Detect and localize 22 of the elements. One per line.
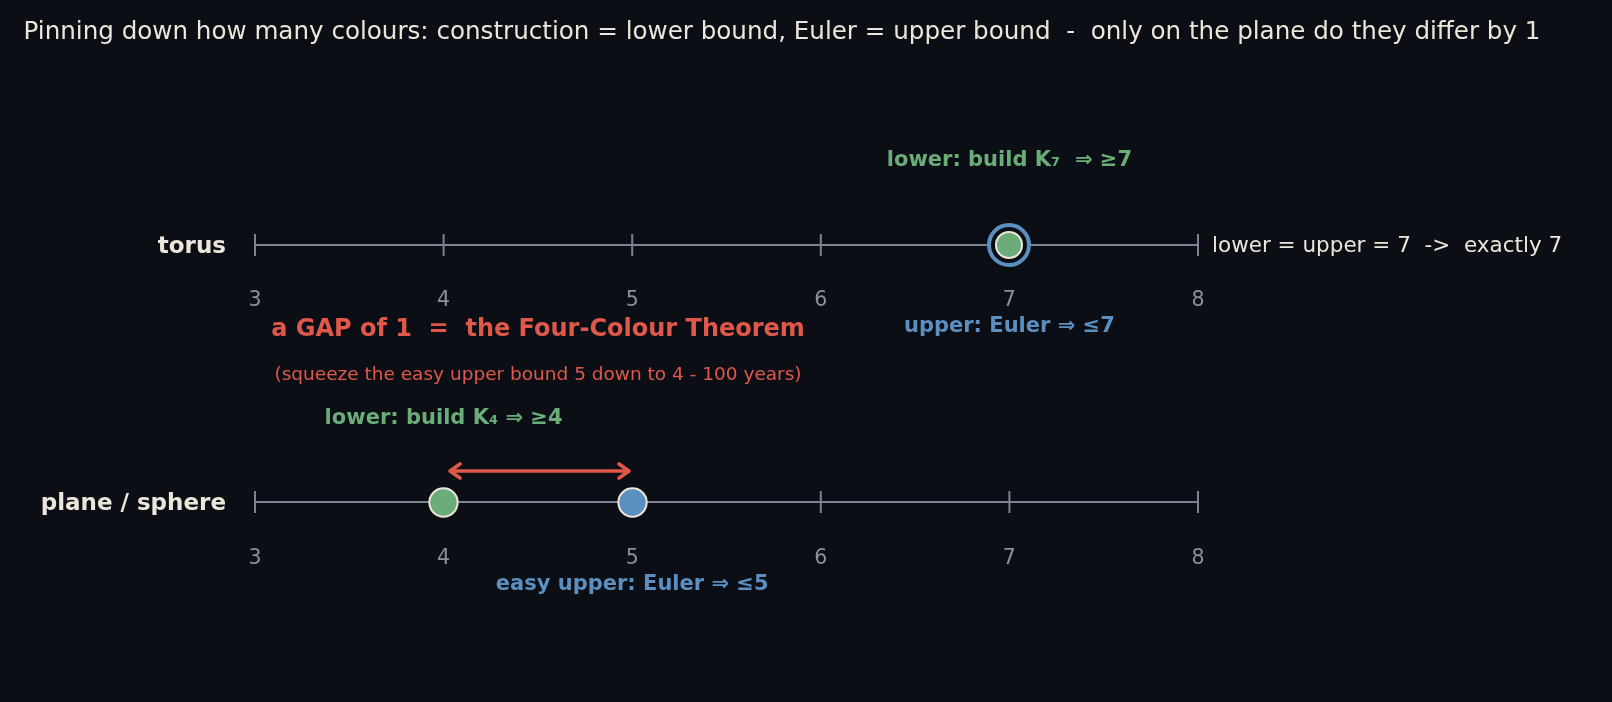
tick-label: 8 [1191,546,1205,570]
upper-bound-annotation: easy upper: Euler ⇒ ≤5 [495,570,769,596]
tick-label: 5 [625,288,639,312]
tick-label: 8 [1191,288,1205,312]
row-label: plane / sphere [40,488,226,516]
tick-label: 3 [248,546,262,570]
upper-bound-annotation: upper: Euler ⇒ ≤7 [903,312,1115,338]
diagram-title: Pinning down how many colours: construction = lower bound, Euler = upper bound - only on the plane do they differ by 1 [23,16,1541,46]
tick-label: 4 [437,546,451,570]
lower-bound-annotation: lower: build K₇ ⇒ ≥7 [886,146,1132,172]
row-label: torus [157,231,226,259]
gap-heading: a GAP of 1 = the Four-Colour Theorem [271,315,805,343]
tick-label: 4 [437,288,451,312]
gap-note: (squeeze the easy upper bound 5 down to 4 - 100 years) [274,363,802,385]
tick-label: 3 [248,288,262,312]
lower-bound-annotation: lower: build K₄ ⇒ ≥4 [324,404,563,430]
tick-label: 6 [814,288,828,312]
tick-label: 7 [1002,546,1016,570]
conclusion-note: lower = upper = 7 -> exactly 7 [1212,232,1563,258]
tick-label: 5 [625,546,639,570]
tick-label: 6 [814,546,828,570]
tick-label: 7 [1002,288,1016,312]
